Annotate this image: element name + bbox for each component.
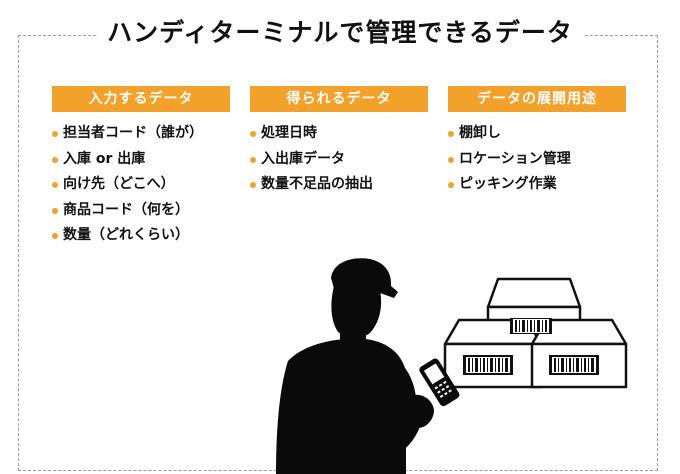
- column-header-deploy: データの展開用途: [448, 86, 626, 112]
- list-item: ロケーション管理: [448, 147, 626, 173]
- column-deploy-usage: データの展開用途 棚卸し ロケーション管理 ピッキング作業: [448, 86, 626, 198]
- list-item: 数量（どれくらい）: [52, 223, 230, 249]
- handheld-terminal-icon: [419, 358, 460, 407]
- title-wrap: ハンディターミナルで管理できるデータ: [0, 14, 680, 52]
- list-item: 向け先（どこへ）: [52, 172, 230, 198]
- page-title: ハンディターミナルで管理できるデータ: [97, 14, 583, 52]
- list-item: 入出庫データ: [250, 147, 428, 173]
- list-item: 処理日時: [250, 121, 428, 147]
- barcode-boxes-icon: [443, 277, 628, 389]
- worker-with-cap-silhouette-icon: [276, 258, 434, 474]
- column-input-data: 入力するデータ 担当者コード（誰が） 入庫 or 出庫 向け先（どこへ） 商品コ…: [52, 86, 230, 249]
- list-item: 担当者コード（誰が）: [52, 121, 230, 147]
- list-item: 商品コード（何を）: [52, 198, 230, 224]
- list-item: 入庫 or 出庫: [52, 147, 230, 173]
- column-header-obtained: 得られるデータ: [250, 86, 428, 112]
- list-item: 数量不足品の抽出: [250, 172, 428, 198]
- column-header-input: 入力するデータ: [52, 86, 230, 112]
- column-obtained-data: 得られるデータ 処理日時 入出庫データ 数量不足品の抽出: [250, 86, 428, 198]
- list-item: 棚卸し: [448, 121, 626, 147]
- deploy-usage-list: 棚卸し ロケーション管理 ピッキング作業: [448, 121, 626, 198]
- input-data-list: 担当者コード（誰が） 入庫 or 出庫 向け先（どこへ） 商品コード（何を） 数…: [52, 121, 230, 249]
- list-item: ピッキング作業: [448, 172, 626, 198]
- obtained-data-list: 処理日時 入出庫データ 数量不足品の抽出: [250, 121, 428, 198]
